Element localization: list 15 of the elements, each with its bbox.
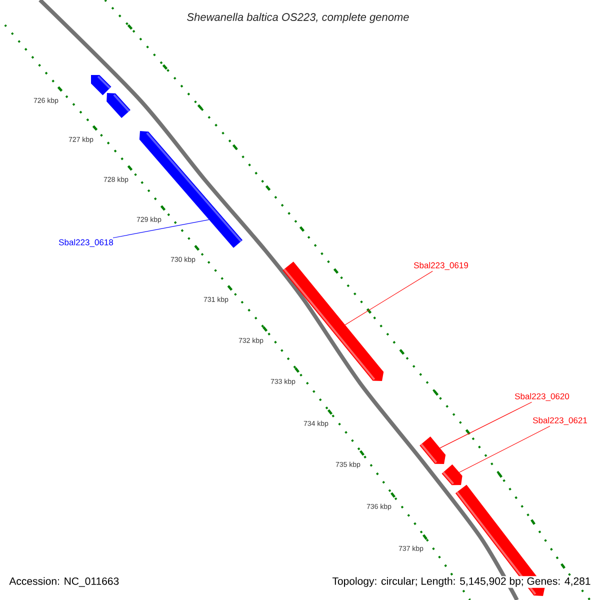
leader-line bbox=[440, 402, 532, 448]
leader-line bbox=[112, 219, 210, 238]
accession-text: Accession: NC_011663 bbox=[8, 576, 120, 588]
gene-bar bbox=[106, 93, 130, 118]
gene-bar bbox=[442, 464, 462, 486]
leader-line bbox=[344, 270, 433, 326]
gene-bar bbox=[91, 75, 112, 96]
genome-info-text: Topology: circular; Length: 5,145,902 bp; Genes: 4,281 bbox=[331, 576, 592, 588]
leader-line bbox=[458, 426, 550, 473]
gene-bar bbox=[420, 436, 446, 464]
gene-label: Sbal223_0618 bbox=[58, 239, 114, 247]
gene-label: Sbal223_0620 bbox=[514, 393, 570, 401]
gene-label: Sbal223_0621 bbox=[532, 417, 587, 425]
gene-label: Sbal223_0619 bbox=[414, 262, 468, 270]
title: Shewanella baltica OS223, complete genome bbox=[187, 12, 409, 24]
